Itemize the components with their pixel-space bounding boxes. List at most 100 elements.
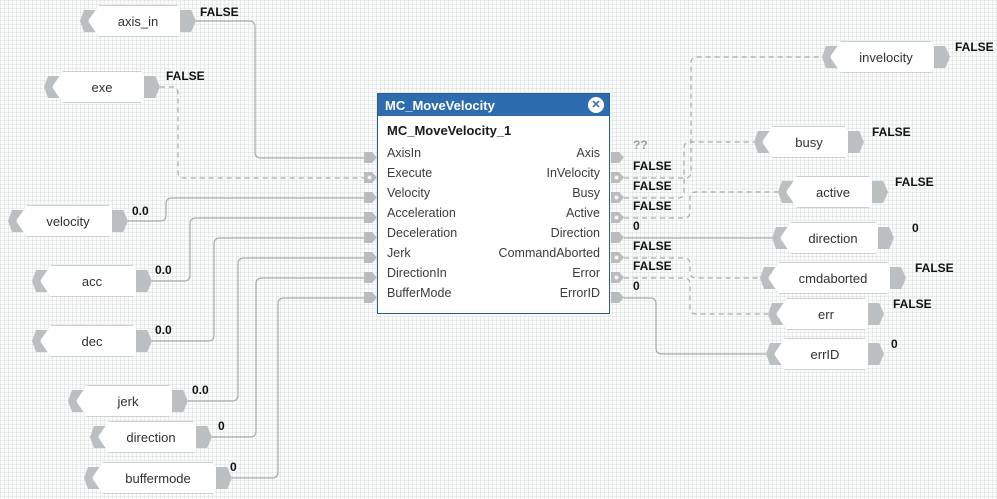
variable-label-invelocity: invelocity (859, 49, 913, 65)
input-label-acceleration: Acceleration (387, 206, 456, 220)
node-cap-right (180, 10, 196, 32)
input-pin-deceleration[interactable] (364, 232, 377, 243)
block-instance-name: MC_MoveVelocity_1 (387, 123, 512, 138)
variable-value-buffermode: 0 (230, 460, 237, 474)
variable-node-dec[interactable]: dec (32, 325, 152, 357)
output-value-axis: ?? (633, 138, 648, 152)
output-label-commandaborted: CommandAborted (498, 246, 600, 260)
output-pin-errorid[interactable] (611, 292, 624, 303)
input-pin-jerk[interactable] (364, 252, 377, 263)
variable-label-dec: dec (81, 333, 103, 349)
variable-node-active[interactable]: active (778, 176, 888, 208)
output-value-active: FALSE (633, 199, 672, 213)
variable-value-direction-in: 0 (218, 419, 225, 433)
variable-value-velocity: 0.0 (132, 204, 149, 218)
output-pin-axis[interactable] (611, 152, 624, 163)
input-label-deceleration: Deceleration (387, 226, 458, 240)
output-label-busy: Busy (572, 186, 600, 200)
output-pin-invelocity[interactable] (611, 172, 624, 183)
output-label-active: Active (565, 206, 600, 220)
output-label-direction: Direction (550, 226, 600, 240)
pin-row: DirectionIn Error (378, 263, 609, 283)
node-cap-right (934, 46, 950, 68)
variable-node-direction-in[interactable]: direction (90, 421, 212, 453)
input-pin-directionin[interactable] (364, 272, 377, 283)
output-pin-active[interactable] (611, 212, 624, 223)
variable-label-axis-in: axis_in (117, 13, 159, 29)
node-cap-right (196, 426, 212, 448)
node-cap-right (848, 131, 864, 153)
node-cap-right (890, 267, 906, 289)
function-block-mc-movevelocity[interactable]: MC_MoveVelocity ✕ MC_MoveVelocity_1 Axis… (377, 93, 610, 314)
variable-value-jerk: 0.0 (192, 383, 209, 397)
output-value-error: FALSE (633, 259, 672, 273)
variable-value-err: FALSE (893, 297, 932, 311)
node-cap-right (136, 270, 152, 292)
input-label-execute: Execute (387, 166, 433, 180)
variable-node-invelocity[interactable]: invelocity (822, 41, 950, 73)
variable-label-direction-in: direction (126, 429, 176, 445)
variable-node-cmdaborted[interactable]: cmdaborted (760, 262, 906, 294)
variable-node-axis-in[interactable]: axis_in (80, 5, 196, 37)
close-icon[interactable]: ✕ (588, 97, 604, 113)
input-pin-execute[interactable] (364, 172, 377, 183)
variable-label-err: err (818, 306, 834, 322)
node-cap-right (136, 330, 152, 352)
block-title-bar[interactable]: MC_MoveVelocity ✕ (378, 94, 609, 116)
variable-value-cmdaborted: FALSE (915, 261, 954, 275)
input-pin-acceleration[interactable] (364, 212, 377, 223)
pin-row: BufferMode ErrorID (378, 283, 609, 303)
variable-value-dec: 0.0 (155, 323, 172, 337)
node-cap-right (112, 210, 128, 232)
output-value-direction: 0 (633, 219, 640, 233)
output-pin-commandaborted[interactable] (611, 252, 624, 263)
variable-label-jerk: jerk (117, 393, 139, 409)
variable-value-exe: FALSE (166, 69, 205, 83)
input-label-buffermode: BufferMode (387, 286, 452, 300)
variable-node-busy[interactable]: busy (754, 126, 864, 158)
output-value-invelocity: FALSE (633, 159, 672, 173)
variable-node-velocity[interactable]: velocity (8, 205, 128, 237)
output-pin-direction[interactable] (611, 232, 624, 243)
variable-node-direction-out[interactable]: direction (772, 222, 894, 254)
node-cap-right (872, 181, 888, 203)
output-label-invelocity: InVelocity (546, 166, 600, 180)
variable-value-active: FALSE (895, 175, 934, 189)
output-pin-busy[interactable] (611, 192, 624, 203)
pin-row: Deceleration Direction (378, 223, 609, 243)
input-label-velocity: Velocity (387, 186, 431, 200)
variable-label-buffermode: buffermode (125, 470, 191, 486)
input-label-directionin: DirectionIn (387, 266, 447, 280)
pin-row: Execute InVelocity (378, 163, 609, 183)
pin-row: Jerk CommandAborted (378, 243, 609, 263)
variable-node-err[interactable]: err (768, 298, 884, 330)
variable-label-exe: exe (91, 79, 113, 95)
output-pin-error[interactable] (611, 272, 624, 283)
input-pin-buffermode[interactable] (364, 292, 377, 303)
variable-label-active: active (816, 184, 850, 200)
variable-node-jerk[interactable]: jerk (68, 385, 188, 417)
variable-label-busy: busy (795, 134, 823, 150)
variable-value-acc: 0.0 (155, 263, 172, 277)
variable-node-buffermode[interactable]: buffermode (84, 462, 232, 494)
variable-label-acc: acc (81, 273, 103, 289)
output-value-commandaborted: FALSE (633, 239, 672, 253)
variable-label-errid: errID (810, 346, 840, 362)
input-pin-velocity[interactable] (364, 192, 377, 203)
variable-value-direction-out: 0 (912, 221, 919, 235)
variable-node-exe[interactable]: exe (44, 71, 160, 103)
variable-label-cmdaborted: cmdaborted (798, 270, 868, 286)
output-label-error: Error (572, 266, 600, 280)
pin-row: Acceleration Active (378, 203, 609, 223)
variable-node-acc[interactable]: acc (32, 265, 152, 297)
node-cap-right (172, 390, 188, 412)
input-label-jerk: Jerk (387, 246, 411, 260)
variable-value-axis-in: FALSE (200, 5, 239, 19)
block-title-text: MC_MoveVelocity (385, 97, 495, 113)
node-cap-right (144, 76, 160, 98)
output-value-errorid: 0 (633, 279, 640, 293)
input-pin-axisin[interactable] (364, 152, 377, 163)
variable-node-errid[interactable]: errID (766, 338, 884, 370)
output-label-errorid: ErrorID (559, 286, 600, 300)
